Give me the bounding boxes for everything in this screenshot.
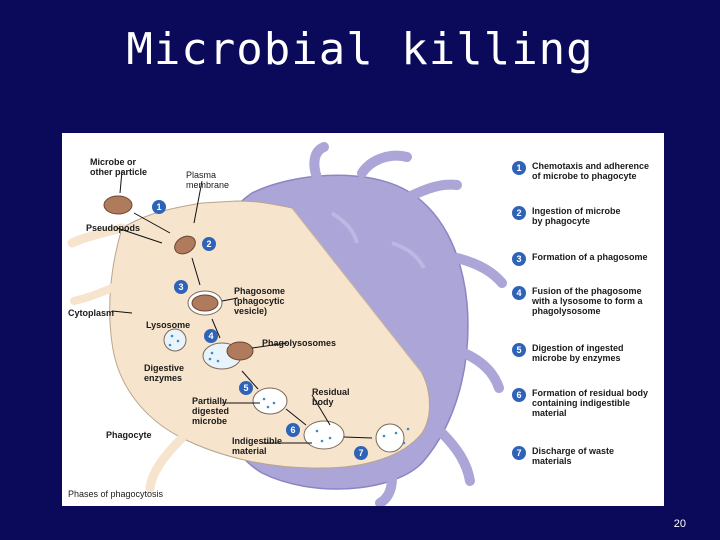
label-pseudopods: Pseudopods	[86, 223, 141, 233]
step-text: Chemotaxis and adherence of microbe to p…	[532, 161, 650, 181]
step-text: Discharge of waste materials	[532, 446, 615, 466]
label-digestive-enzymes: Digestive enzymes	[144, 363, 185, 383]
step-number: 7	[512, 446, 526, 460]
badge-step-6: 6	[286, 423, 300, 437]
page-number: 20	[673, 518, 686, 530]
badge-step-4: 4	[204, 329, 218, 343]
badge-step-2: 2	[202, 237, 216, 251]
label-partially-digested: Partially digested microbe	[192, 396, 230, 426]
microbe-stages	[103, 195, 410, 453]
label-phagosome: Phagosome (phagocytic vesicle)	[234, 286, 286, 316]
label-indigestible: Indigestible material	[232, 436, 283, 456]
phagocyte-illustration	[67, 142, 507, 506]
badge-step-1: 1	[152, 200, 166, 214]
phagocytosis-figure: Microbe or other particle Plasma membran…	[62, 133, 664, 506]
step-text: Formation of residual body containing in…	[532, 388, 649, 418]
step-item: 3 Formation of a phagosome	[512, 252, 657, 266]
step-number: 1	[512, 161, 526, 175]
label-plasma-membrane: Plasma membrane	[186, 170, 230, 190]
label-phagocyte: Phagocyte	[106, 430, 152, 440]
step-text: Formation of a phagosome	[532, 252, 648, 262]
step-item: 1 Chemotaxis and adherence of microbe to…	[512, 161, 657, 185]
step-item: 5 Digestion of ingested microbe by enzym…	[512, 343, 657, 367]
step-text: Ingestion of microbe by phagocyte	[532, 206, 621, 226]
step-number: 6	[512, 388, 526, 402]
step-number: 2	[512, 206, 526, 220]
badge-step-3: 3	[174, 280, 188, 294]
badge-step-5: 5	[239, 381, 253, 395]
microbe-free	[103, 195, 133, 215]
residual-body	[303, 420, 345, 450]
step-item: 6 Formation of residual body containing …	[512, 388, 657, 422]
phagocyte-cytoplasm	[67, 200, 430, 493]
slide-title: Microbial killing	[126, 24, 594, 75]
step-item: 7 Discharge of waste materials	[512, 446, 657, 470]
step-text: Fusion of the phagosome with a lysosome …	[532, 286, 643, 316]
step-text: Digestion of ingested microbe by enzymes	[532, 343, 624, 363]
step-item: 4 Fusion of the phagosome with a lysosom…	[512, 286, 657, 320]
label-residual-body: Residual body	[312, 387, 350, 407]
label-microbe: Microbe or other particle	[90, 157, 148, 177]
lysosome	[163, 328, 187, 352]
badge-step-7: 7	[354, 446, 368, 460]
step-number: 3	[512, 252, 526, 266]
label-cytoplasm: Cytoplasm	[68, 308, 115, 318]
label-phagolysosomes: Phagolysosomes	[262, 338, 337, 348]
step-number: 5	[512, 343, 526, 357]
figure-caption: Phases of phagocytosis	[68, 489, 164, 499]
step-number: 4	[512, 286, 526, 300]
step-item: 2 Ingestion of microbe by phagocyte	[512, 206, 657, 230]
label-lysosome: Lysosome	[146, 320, 191, 330]
process-arrows	[111, 170, 373, 444]
